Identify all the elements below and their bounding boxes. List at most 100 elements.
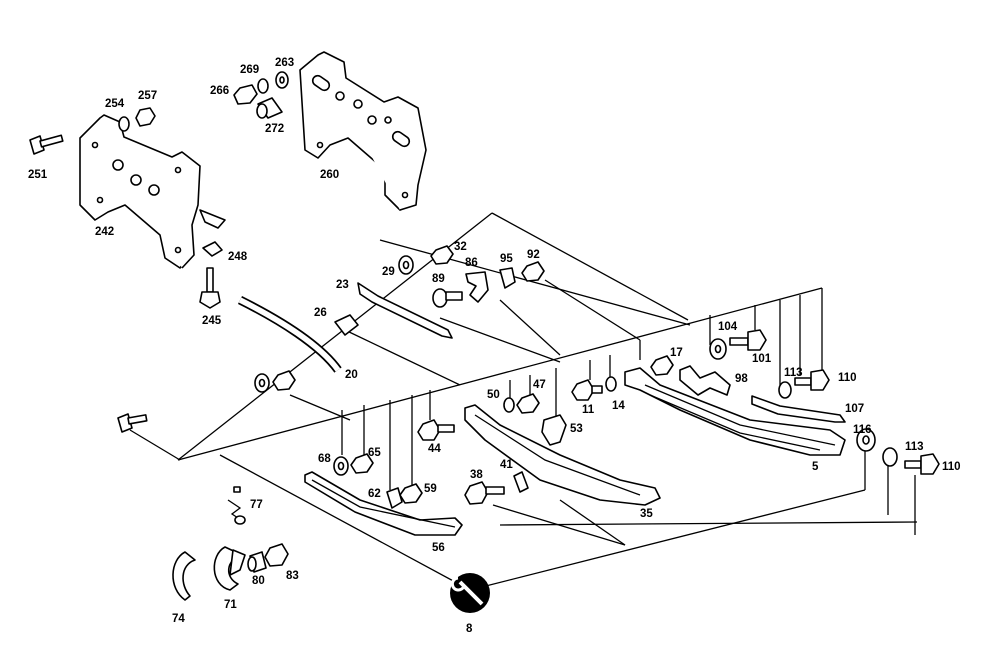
label-89: 89 (432, 273, 445, 285)
bolt-38 (464, 481, 505, 505)
washer-269 (257, 78, 269, 94)
label-260: 260 (320, 169, 339, 181)
label-272: 272 (265, 123, 284, 135)
strip-23 (357, 282, 453, 339)
nut-257 (135, 107, 156, 127)
label-248: 248 (228, 251, 248, 263)
label-14: 14 (612, 400, 625, 412)
label-77: 77 (250, 499, 263, 511)
clip-62 (386, 487, 403, 509)
rail-35 (464, 404, 661, 506)
plate-242 (79, 114, 226, 269)
label-113-top: 113 (784, 367, 803, 379)
label-251: 251 (28, 169, 48, 181)
label-41: 41 (500, 459, 513, 471)
label-116: 116 (853, 424, 872, 436)
nut-83 (264, 543, 289, 567)
bolt-245 (199, 267, 221, 309)
part-labels: 251 254 257 242 248 245 266 269 263 272 … (28, 57, 961, 635)
label-32: 32 (454, 241, 467, 253)
cap-71 (213, 546, 246, 591)
washer-left-a (254, 373, 270, 393)
bolt-110a (794, 369, 830, 391)
nut-92 (521, 261, 545, 282)
bolt-101 (729, 329, 767, 351)
bolt-11 (571, 379, 603, 401)
label-26: 26 (314, 307, 327, 319)
label-29: 29 (382, 266, 395, 278)
bolt-110b (904, 453, 940, 475)
nut-47 (516, 393, 540, 414)
clip-95 (499, 267, 516, 289)
washer-254 (118, 116, 130, 132)
label-98: 98 (735, 373, 748, 385)
nut-59 (399, 483, 423, 504)
nut-65 (350, 453, 374, 474)
label-263: 263 (275, 57, 294, 69)
washer-263 (275, 71, 289, 89)
spring-clip-77 (227, 486, 246, 525)
label-71: 71 (224, 599, 237, 611)
clip-53 (541, 414, 567, 446)
label-50: 50 (487, 389, 500, 401)
label-92: 92 (527, 249, 540, 261)
label-266: 266 (210, 85, 229, 97)
wrench-icon (450, 573, 490, 613)
bolt-44 (417, 419, 455, 441)
label-59: 59 (424, 483, 437, 495)
bolt-left (117, 413, 148, 433)
washer-50 (503, 397, 515, 413)
label-56: 56 (432, 542, 445, 554)
label-65: 65 (368, 447, 381, 459)
label-47: 47 (533, 379, 546, 391)
washer-68 (333, 456, 349, 476)
strip-107 (751, 395, 846, 423)
label-110-right: 110 (942, 461, 961, 473)
label-74: 74 (172, 613, 185, 625)
label-20: 20 (345, 369, 358, 381)
washer-29 (398, 255, 414, 275)
bolt-251 (29, 134, 64, 155)
label-35: 35 (640, 508, 653, 520)
label-17: 17 (670, 347, 683, 359)
bracket-86 (465, 271, 489, 303)
nut-left-b (272, 370, 296, 391)
cap-74 (172, 551, 196, 601)
label-104: 104 (718, 321, 738, 333)
label-107: 107 (845, 403, 864, 415)
label-23: 23 (336, 279, 349, 291)
clip-26 (334, 314, 359, 336)
label-110-top: 110 (838, 372, 857, 384)
label-68: 68 (318, 453, 331, 465)
spacer-272 (256, 97, 283, 119)
bolt-89 (432, 288, 463, 308)
strip-56 (304, 471, 463, 536)
spacer-80 (247, 551, 267, 573)
nut-32 (430, 245, 454, 265)
frame-lines (129, 212, 918, 591)
label-80: 80 (252, 575, 265, 587)
washer-104 (709, 338, 727, 360)
label-269: 269 (240, 64, 259, 76)
label-44: 44 (428, 443, 441, 455)
label-254: 254 (105, 98, 125, 110)
clip-248 (202, 241, 223, 257)
hose-20 (237, 295, 342, 373)
label-53: 53 (570, 423, 583, 435)
label-95: 95 (500, 253, 513, 265)
label-83: 83 (286, 570, 299, 582)
label-101: 101 (752, 353, 772, 365)
clip-41 (513, 471, 529, 493)
label-38: 38 (470, 469, 483, 481)
label-245: 245 (202, 315, 222, 327)
washer-14 (605, 376, 617, 392)
label-242: 242 (95, 226, 114, 238)
washer-113a (778, 381, 792, 399)
label-5: 5 (812, 461, 819, 473)
nut-17 (650, 355, 674, 376)
label-113-right: 113 (905, 441, 924, 453)
rail-5 (624, 367, 846, 456)
label-62: 62 (368, 488, 381, 500)
